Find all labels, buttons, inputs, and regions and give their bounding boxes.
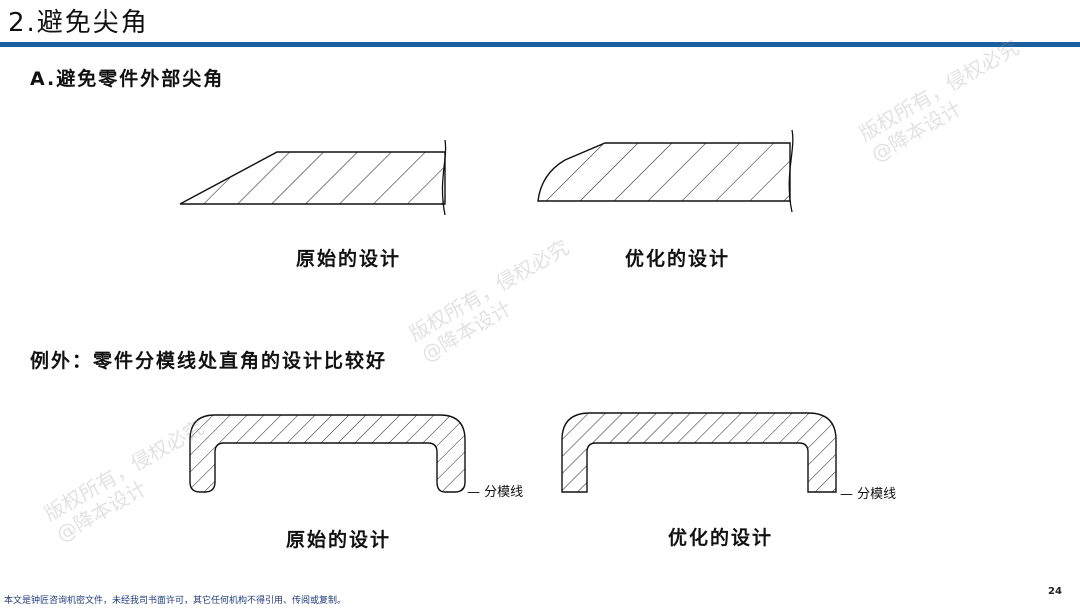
section-a-heading: A.避免零件外部尖角 [30, 68, 225, 90]
confidentiality-notice: 本文是钟匠咨询机密文件，未经我司书面许可，其它任何机构不得引用、传阅或复制。 [4, 596, 347, 606]
part-outline [561, 412, 837, 493]
caption-optimized-bottom: 优化的设计 [668, 527, 774, 549]
title-underline [0, 42, 1080, 47]
hatch-fill [538, 143, 790, 201]
watermark: 版权所有，侵权必究@降本设计 [405, 235, 573, 367]
section-b-heading: 例外：零件分模线处直角的设计比较好 [30, 350, 388, 372]
parting-line-label-left: — 分模线 [467, 485, 524, 500]
part-outline [537, 142, 791, 202]
watermark: 版权所有，侵权必究@降本设计 [855, 35, 1023, 167]
figure-sharp-corner-optimized [537, 129, 794, 213]
break-line [441, 139, 447, 216]
parting-line-label-right: — 分模线 [840, 487, 897, 502]
caption-original-bottom: 原始的设计 [286, 529, 392, 551]
title-underline-bar [0, 42, 1080, 47]
caption-original-top: 原始的设计 [296, 248, 402, 270]
figure-sharp-corner-original [179, 139, 447, 216]
break-line [788, 129, 794, 213]
part-outline [189, 414, 466, 493]
hatch-fill [180, 152, 445, 204]
figure-parting-line-original [189, 414, 466, 493]
hatch-fill [562, 413, 836, 492]
caption-optimized-top: 优化的设计 [625, 248, 731, 270]
figure-parting-line-optimized [561, 412, 837, 493]
hatch-fill [190, 415, 465, 492]
page-number: 24 [1048, 586, 1062, 597]
slide-title: 2.避免尖角 [8, 8, 149, 38]
